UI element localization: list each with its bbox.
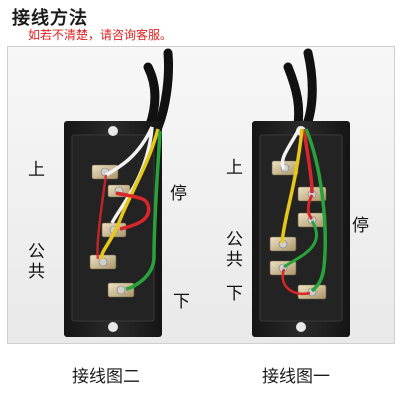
label-down-right: 下 — [226, 284, 243, 304]
label-up-left: 上 — [28, 160, 45, 180]
switch-left — [64, 48, 173, 337]
label-stop-right: 停 — [352, 216, 369, 236]
label-stop-left: 停 — [170, 184, 187, 204]
page-title: 接线方法 — [12, 8, 88, 29]
label-common-left-2: 共 — [28, 262, 45, 282]
caption-diagram-two: 接线图二 — [72, 367, 140, 387]
wiring-photo-panel: 上 停 公 共 下 上 停 公 共 下 — [7, 46, 395, 344]
caption-diagram-one: 接线图一 — [262, 367, 330, 387]
switch-right — [252, 48, 350, 337]
label-common-left-1: 公 — [28, 242, 45, 262]
wiring-photo — [8, 47, 394, 343]
label-up-right: 上 — [226, 158, 243, 178]
contact-note: 如若不清楚，请咨询客服。 — [28, 28, 173, 42]
label-down-left: 下 — [173, 292, 190, 312]
label-common-right-2: 共 — [226, 250, 243, 270]
label-common-right-1: 公 — [226, 230, 243, 250]
